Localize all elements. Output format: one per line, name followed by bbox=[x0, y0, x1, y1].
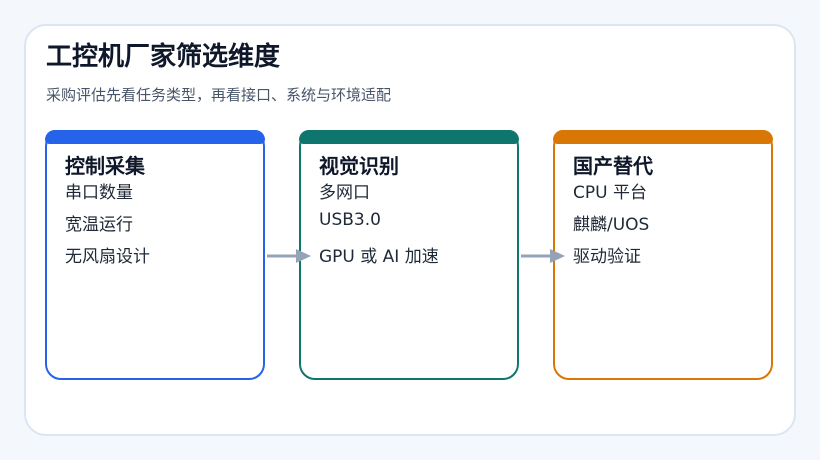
category-item: 串口数量 bbox=[65, 183, 133, 203]
page-title: 工控机厂家筛选维度 bbox=[46, 42, 281, 72]
category-item: 宽温运行 bbox=[65, 215, 133, 235]
category-item: 驱动验证 bbox=[573, 247, 641, 267]
category-item: 多网口 bbox=[319, 183, 370, 203]
page-subtitle: 采购评估先看任务类型，再看接口、系统与环境适配 bbox=[46, 86, 392, 104]
category-cap bbox=[45, 130, 265, 144]
category-item: 麒麟/UOS bbox=[573, 215, 650, 235]
category-cap bbox=[553, 130, 773, 144]
category-item: GPU 或 AI 加速 bbox=[319, 247, 439, 267]
category-cap bbox=[299, 130, 519, 144]
category-box-control: 控制采集 串口数量 宽温运行 无风扇设计 bbox=[45, 130, 265, 380]
category-title: 控制采集 bbox=[65, 154, 145, 178]
category-title: 国产替代 bbox=[573, 154, 653, 178]
category-item: 无风扇设计 bbox=[65, 247, 150, 267]
arrow-2 bbox=[521, 249, 565, 263]
category-item: CPU 平台 bbox=[573, 183, 647, 203]
arrow-1 bbox=[267, 249, 311, 263]
category-box-domestic: 国产替代 CPU 平台 麒麟/UOS 驱动验证 bbox=[553, 130, 773, 380]
category-box-vision: 视觉识别 多网口 USB3.0 GPU 或 AI 加速 bbox=[299, 130, 519, 380]
category-title: 视觉识别 bbox=[319, 154, 399, 178]
category-item: USB3.0 bbox=[319, 210, 381, 230]
